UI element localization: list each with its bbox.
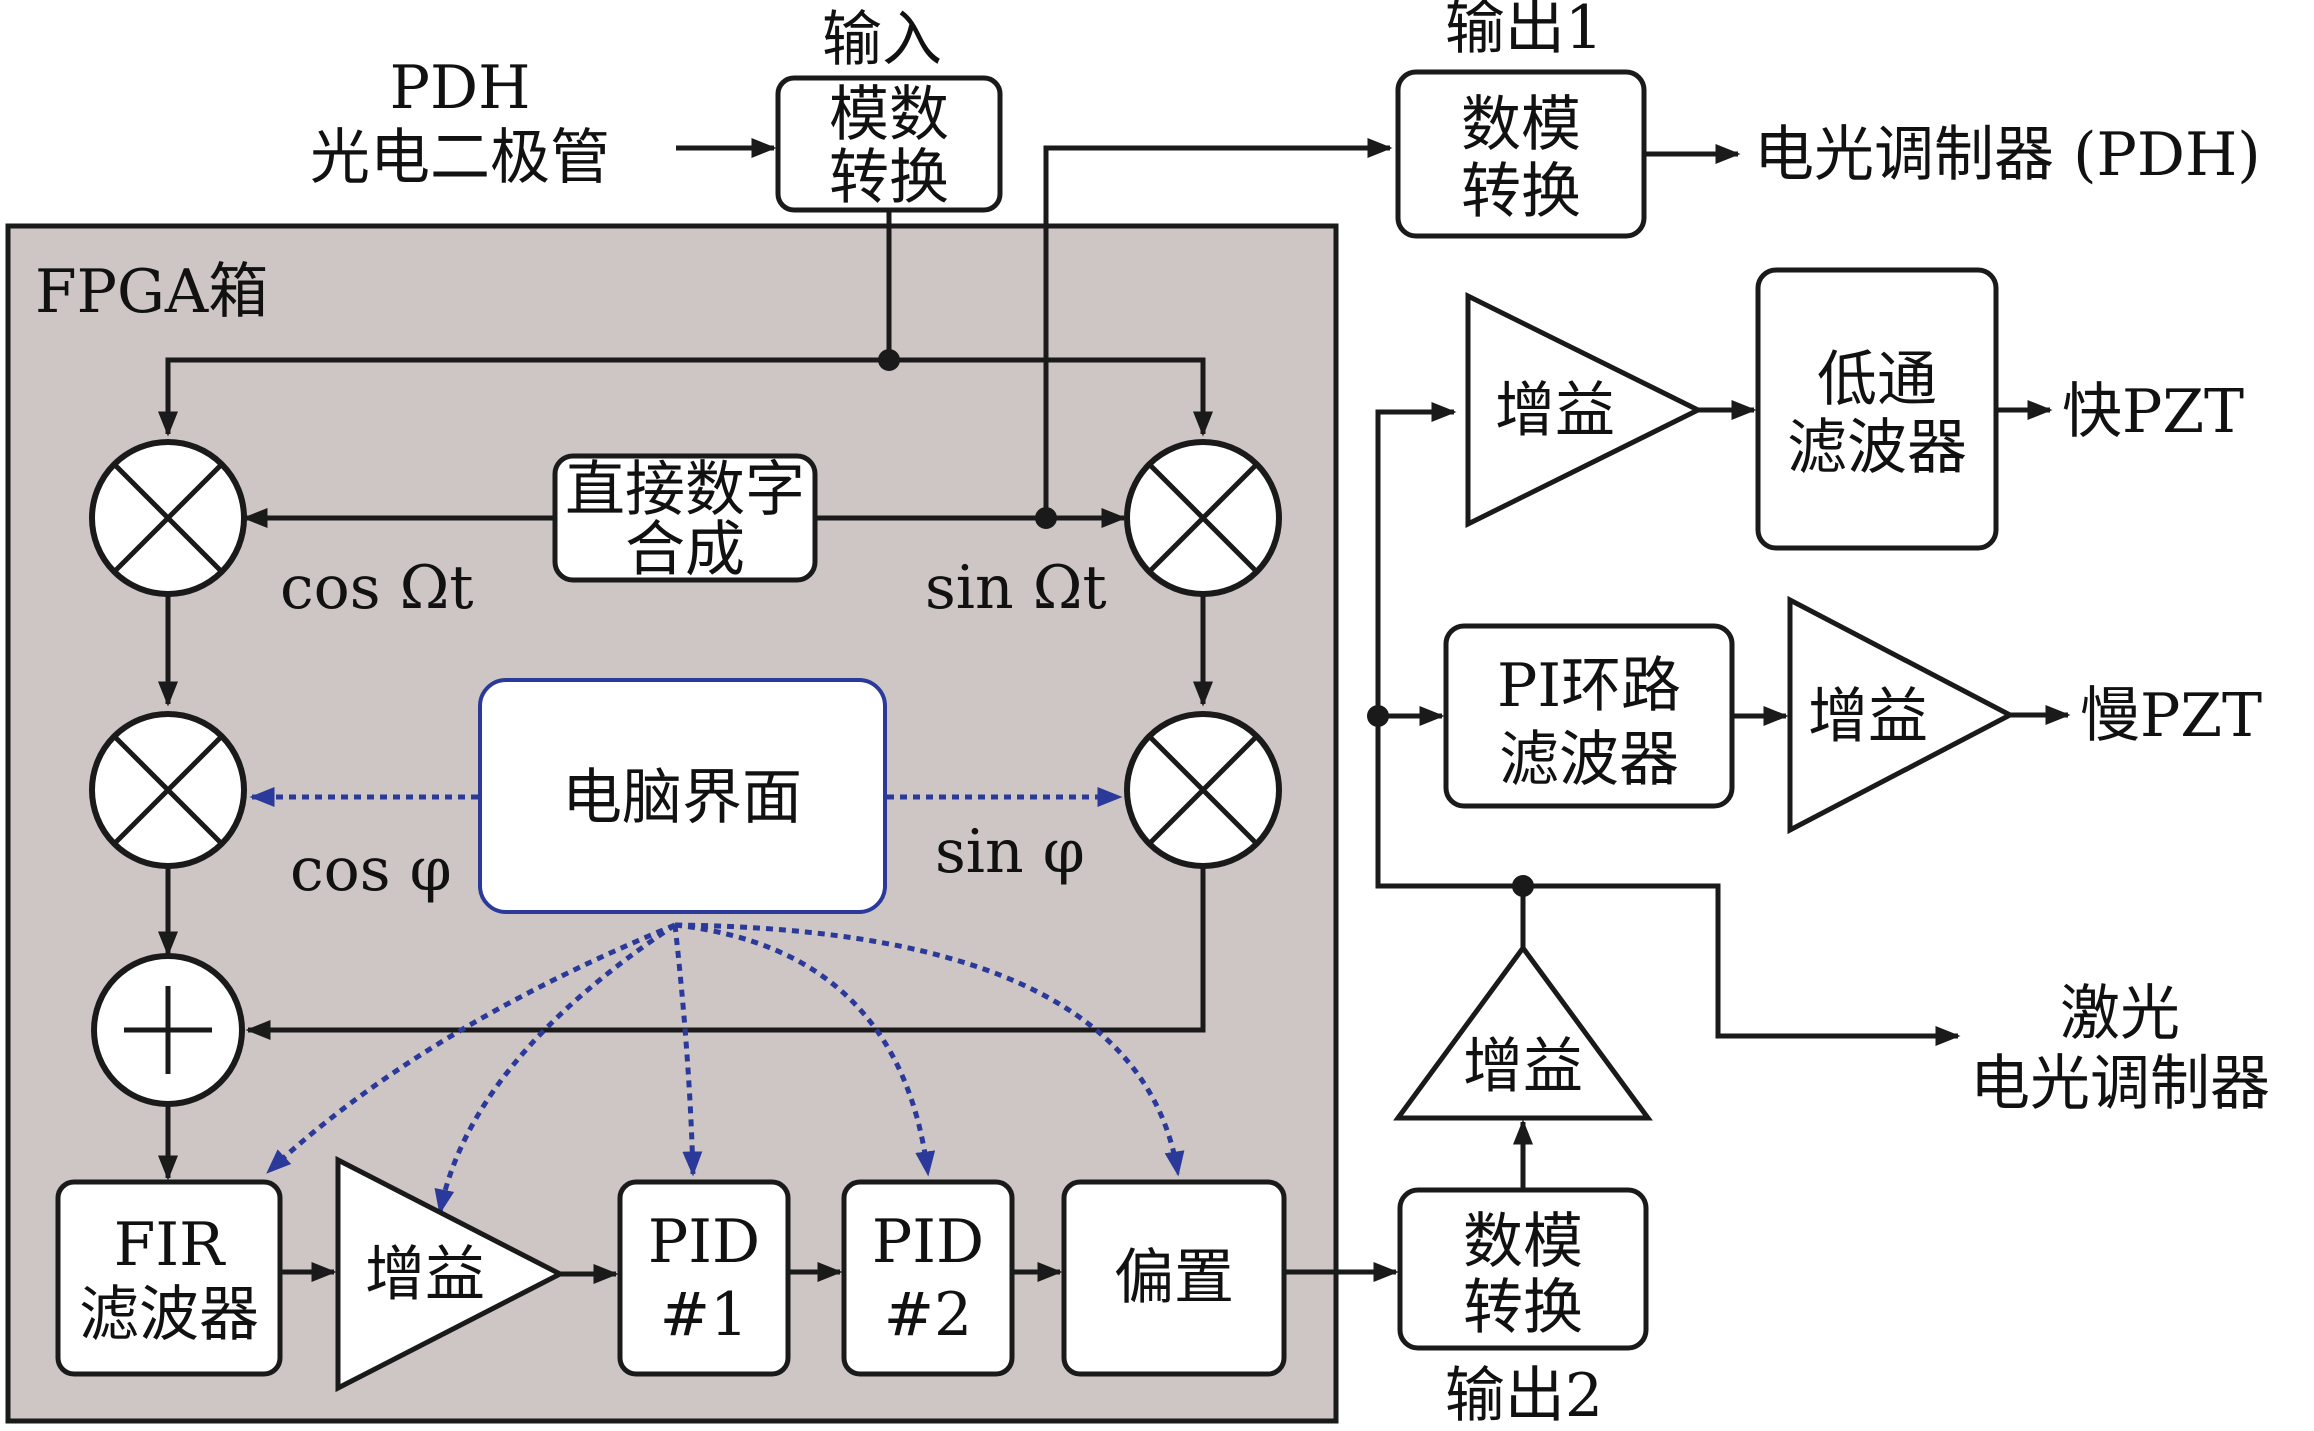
pc-to-pid2-dashed	[674, 922, 936, 1177]
split-to-mixer1-line	[158, 357, 889, 437]
adc-label-2: 转换	[829, 143, 949, 213]
dac2-label-1: 数模	[1463, 1207, 1583, 1277]
pid2-label-1: PID	[872, 1207, 984, 1277]
fir-label-1: FIR	[114, 1210, 226, 1280]
pc-to-fir-dashed	[266, 922, 676, 1174]
sin-to-eom-line	[1043, 138, 1393, 518]
eom-pdh-label: 电光调制器 (PDH)	[1754, 120, 2261, 190]
mixer-1	[89, 439, 247, 597]
fir-filter-box	[55, 1179, 283, 1377]
fir-label-2: 滤波器	[79, 1280, 259, 1350]
output1-label: 输出1	[1445, 0, 1603, 63]
mixer-2	[1124, 439, 1282, 597]
pc-to-pid1-dashed	[672, 924, 703, 1177]
dac1-label-1: 数模	[1461, 90, 1581, 160]
pid2-box	[841, 1179, 1015, 1377]
pid1-box	[617, 1179, 791, 1377]
pi-label-2: 滤波器	[1499, 725, 1679, 795]
pi-label-1: PI环路	[1497, 651, 1681, 721]
pid2-label-2: #2	[884, 1280, 972, 1350]
pid1-label-1: PID	[648, 1207, 760, 1277]
bias-box	[1061, 1179, 1287, 1377]
input-label: 输入	[822, 5, 942, 75]
slow-pzt-label: 慢PZT	[2080, 681, 2262, 751]
pdh-label: PDH	[390, 53, 531, 123]
lpf-label-2: 滤波器	[1787, 413, 1967, 483]
sin-phi-label: sin φ	[935, 817, 1085, 887]
fast-pzt-label: 快PZT	[2062, 377, 2244, 447]
mixer-3	[89, 711, 247, 869]
pc-interface-label: 电脑界面	[562, 763, 802, 833]
gain-slow-label: 增益	[1808, 682, 1928, 752]
gain-fast-label: 增益	[1495, 376, 1615, 446]
cos-omega-label: cos Ωt	[280, 553, 473, 623]
mixer-4	[1124, 711, 1282, 869]
photodiode-label: 光电二极管	[310, 123, 610, 193]
split-to-mixer2-line	[889, 357, 1213, 437]
pc-interface-box	[478, 678, 887, 914]
laser-eom-label: 电光调制器	[1970, 1049, 2270, 1119]
bias-label: 偏置	[1114, 1243, 1234, 1313]
pc-to-bias-dashed	[674, 922, 1185, 1177]
summer	[91, 953, 245, 1107]
pid1-label-2: #1	[660, 1280, 748, 1350]
triangle-amplifier-icon	[1787, 595, 2016, 835]
triangle-amplifier-icon	[1465, 291, 1704, 529]
sin-omega-label: sin Ωt	[925, 553, 1107, 623]
pc-to-gain-dashed	[434, 922, 677, 1215]
dds-label-2: 合成	[625, 515, 745, 585]
lpf-label-1: 低通	[1817, 345, 1937, 415]
gain-label: 增益	[365, 1240, 485, 1310]
cos-phi-label: cos φ	[290, 835, 452, 905]
dac2-label-2: 转换	[1463, 1273, 1583, 1343]
triangle-amplifier-icon	[335, 1155, 566, 1393]
gain-out2-label: 增益	[1463, 1032, 1583, 1102]
fpga-title: FPGA箱	[35, 257, 268, 327]
adc-label-1: 模数	[829, 80, 949, 150]
mixer4-to-sum-line	[245, 866, 1206, 1040]
to-laser-eom-line	[1523, 883, 1961, 1046]
dds-label-1: 直接数字	[565, 455, 805, 525]
laser-label: 激光	[2060, 979, 2180, 1049]
output2-label: 输出2	[1445, 1361, 1603, 1431]
dac1-label-2: 转换	[1461, 157, 1581, 227]
bus-line	[1375, 402, 1523, 889]
triangle-amplifier-icon	[1393, 943, 1653, 1121]
